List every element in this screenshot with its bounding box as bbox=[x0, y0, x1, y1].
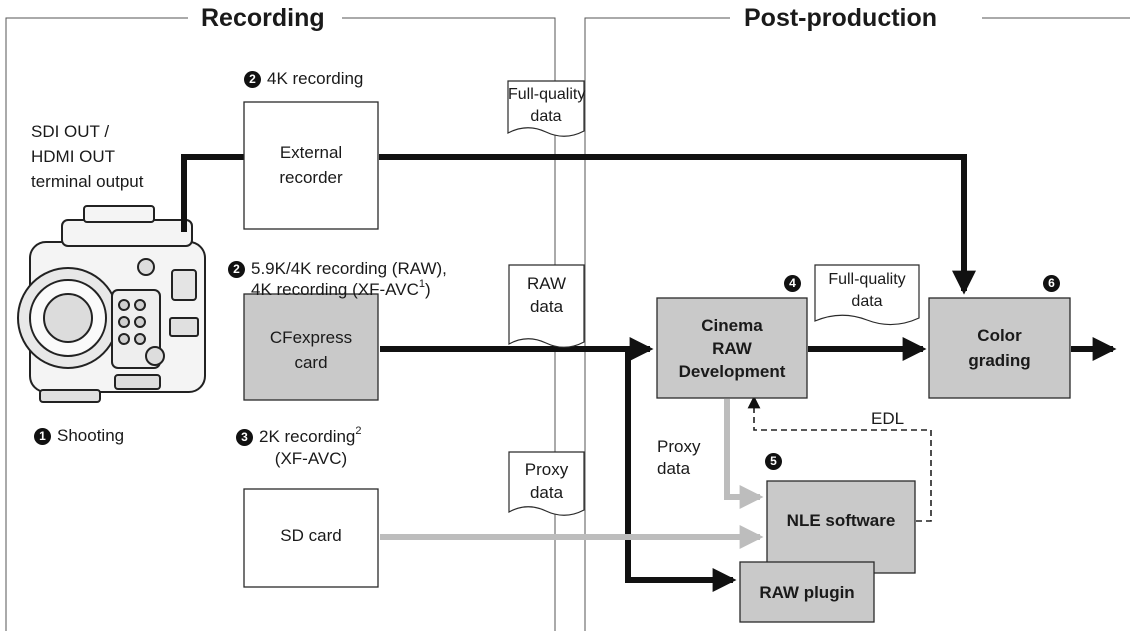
doc-proxy-data-label: Proxy data bbox=[509, 458, 584, 504]
step-4-marker: 4 bbox=[784, 275, 801, 292]
sdi-output-label-3: terminal output bbox=[31, 172, 144, 191]
doc-raw-data-line1: RAW bbox=[526, 274, 567, 293]
step-2k-recording-line1: 3 2K recording2 bbox=[236, 426, 362, 448]
sdi-output-path bbox=[181, 154, 244, 232]
doc-full-quality-right-line1: Full-quality bbox=[828, 271, 906, 288]
raw-plugin-label: RAW plugin bbox=[759, 583, 855, 602]
cinema-raw-box bbox=[656, 297, 808, 399]
step-2k-recording-text1: 2K recording bbox=[259, 427, 356, 446]
step-2-marker: 2 bbox=[244, 71, 261, 88]
cfexpress-card-box bbox=[243, 293, 379, 401]
cinema-raw-proxy-to-nle-path bbox=[724, 399, 764, 509]
color-grading-label: Color grading bbox=[929, 323, 1070, 373]
external-recorder-line2: recorder bbox=[279, 168, 343, 187]
footnote-2: 2 bbox=[355, 425, 362, 438]
step-6-marker: 6 bbox=[1043, 275, 1060, 292]
color-grading-box bbox=[928, 297, 1071, 399]
doc-proxy-data bbox=[508, 451, 585, 516]
doc-full-quality-top-line1: Full-quality bbox=[508, 86, 586, 103]
proxy-data-line2: data bbox=[657, 459, 691, 478]
step-2k-recording-line2: (XF-AVC) bbox=[274, 449, 348, 468]
nle-software-box bbox=[766, 480, 916, 574]
step-59k-recording-line1: 2 5.9K/4K recording (RAW), bbox=[228, 258, 447, 280]
nle-software-label: NLE software bbox=[786, 511, 896, 530]
doc-full-quality-top-line2: data bbox=[530, 108, 562, 125]
external-recorder-label: External recorder bbox=[244, 140, 378, 190]
cfexpress-card-label: CFexpress card bbox=[244, 325, 378, 375]
step-shooting: 1 Shooting bbox=[34, 425, 124, 447]
footnote-1: 1 bbox=[418, 278, 425, 291]
color-grading-line1: Color bbox=[977, 326, 1022, 345]
doc-full-quality-right bbox=[814, 264, 920, 326]
sd-card-label: SD card bbox=[280, 526, 342, 545]
cfexpress-card-line1: CFexpress bbox=[269, 328, 353, 347]
recording-section-title: Recording bbox=[201, 4, 325, 32]
proxy-data-label: Proxy data bbox=[657, 436, 700, 480]
proxy-data-line1: Proxy bbox=[657, 437, 701, 456]
doc-raw-data-label: RAW data bbox=[509, 272, 584, 318]
step-59k-recording-text2-end: ) bbox=[424, 280, 431, 299]
doc-full-quality-top-label: Full-quality data bbox=[508, 84, 586, 128]
cfexpress-card-line2: card bbox=[294, 353, 328, 372]
step-shooting-label: Shooting bbox=[57, 426, 125, 445]
step-3-marker: 3 bbox=[236, 429, 253, 446]
step-5-marker: 5 bbox=[765, 453, 782, 470]
cinema-raw-line3: Development bbox=[678, 362, 786, 381]
edl-path bbox=[747, 395, 932, 522]
doc-raw-data-line2: data bbox=[529, 297, 564, 316]
edl-label: EDL bbox=[871, 409, 905, 428]
color-grading-line2: grading bbox=[968, 351, 1031, 370]
sd-card-box bbox=[243, 488, 379, 588]
step-1-marker: 1 bbox=[34, 428, 51, 445]
step-59k-recording-text2: 4K recording (XF-AVC bbox=[251, 280, 419, 299]
external-recorder-box bbox=[243, 101, 379, 230]
step-59k-recording-line2: 4K recording (XF-AVC1) bbox=[251, 279, 431, 301]
post-production-frame bbox=[584, 17, 1130, 631]
external-recorder-line1: External bbox=[279, 143, 343, 162]
doc-proxy-data-line1: Proxy bbox=[524, 460, 569, 479]
step-2b-marker: 2 bbox=[228, 261, 245, 278]
sdi-output-label-1: SDI OUT / bbox=[31, 122, 110, 141]
doc-full-quality-top bbox=[507, 80, 585, 137]
recording-frame bbox=[5, 17, 556, 631]
cinema-raw-line2: RAW bbox=[712, 339, 752, 358]
raw-plugin-box bbox=[739, 561, 875, 623]
post-production-section-title: Post-production bbox=[744, 4, 938, 32]
step-4k-recording-label: 4K recording bbox=[267, 69, 364, 88]
cinema-raw-label: Cinema RAW Development bbox=[657, 314, 807, 383]
doc-raw-data bbox=[508, 264, 585, 348]
step-4k-recording: 2 4K recording bbox=[244, 68, 363, 90]
cinema-raw-line1: Cinema bbox=[701, 316, 763, 335]
step-59k-recording-text1: 5.9K/4K recording (RAW), bbox=[251, 259, 447, 278]
cfexpress-to-raw-plugin-path bbox=[625, 349, 737, 592]
external-to-grading-path bbox=[379, 154, 976, 295]
doc-proxy-data-line2: data bbox=[529, 483, 564, 502]
camera-illustration bbox=[17, 205, 206, 403]
doc-full-quality-right-line2: data bbox=[851, 293, 883, 310]
doc-full-quality-right-label: Full-quality data bbox=[815, 269, 919, 313]
sdi-output-label-2: HDMI OUT bbox=[31, 147, 116, 166]
